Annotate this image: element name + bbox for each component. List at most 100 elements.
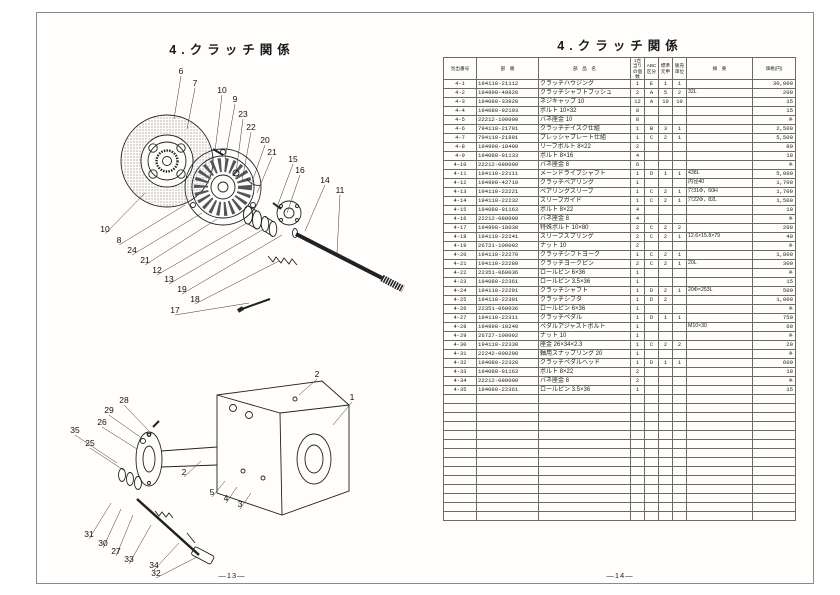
empty-cell (443, 502, 477, 513)
empty-cell (686, 511, 753, 522)
empty-cell (658, 403, 673, 414)
empty-cell (538, 448, 631, 459)
cell-part-name: ベアリングスリーブ (538, 187, 631, 198)
cell-std (658, 214, 673, 225)
col-header-abc: ABC区分 (644, 56, 659, 81)
cell-remarks (686, 304, 753, 315)
cell-item-no: 4-23 (443, 277, 477, 288)
cell-remarks (686, 106, 753, 117)
cell-part-no: 22212-100000 (476, 115, 539, 126)
empty-cell (752, 439, 796, 450)
cell-unit (672, 106, 687, 117)
cell-std: 2 (658, 340, 673, 351)
cell-unit (672, 322, 687, 333)
cell-part-no: 22351-060036 (476, 304, 539, 315)
empty-cell (630, 484, 645, 495)
scanned-spread: 4.クラッチ関係 (36, 12, 814, 584)
callout-number: 17 (170, 305, 180, 315)
leader-line (118, 204, 186, 246)
parts-table: 見出番号 部 番 部 品 名 1台当りの個数 ABC区分 標準元申 販売単位 摘… (443, 56, 796, 522)
cell-part-no: 194110-22301 (476, 295, 539, 306)
cell-unit (672, 151, 687, 162)
empty-cell (672, 430, 687, 441)
empty-row (443, 394, 796, 405)
cell-item-no: 4-15 (443, 205, 477, 216)
cell-qty: 1 (630, 79, 645, 90)
cell-abc (644, 268, 659, 279)
cell-price: 1,000 (752, 295, 796, 306)
cell-part-no: 194110-22221 (476, 187, 539, 198)
empty-cell (672, 493, 687, 504)
empty-cell (630, 394, 645, 405)
cell-remarks: 32L (686, 88, 753, 99)
cell-item-no: 4-17 (443, 223, 477, 234)
cell-part-no: 194990-49820 (476, 88, 539, 99)
small-parts-drawing (212, 148, 282, 210)
cell-abc (644, 205, 659, 216)
cell-abc (644, 160, 659, 171)
empty-cell (630, 511, 645, 522)
coupling-flange-drawing (276, 200, 302, 226)
cell-remarks (686, 367, 753, 378)
cell-price: 10 (752, 151, 796, 162)
empty-cell (686, 466, 753, 477)
cell-price: ※ (752, 241, 796, 252)
col-header-unit: 販売単位 (672, 56, 687, 81)
empty-cell (658, 457, 673, 468)
empty-cell (672, 475, 687, 486)
cell-price: 15 (752, 97, 796, 108)
cell-unit: 1 (672, 232, 687, 243)
empty-cell (658, 511, 673, 522)
cell-abc (644, 106, 659, 117)
cell-part-name: クラッチシャフト (538, 286, 631, 297)
empty-cell (752, 457, 796, 468)
empty-row (443, 412, 796, 423)
cell-price: 10 (752, 367, 796, 378)
empty-cell (443, 412, 477, 423)
cell-std: 2 (658, 223, 673, 234)
cell-remarks (686, 205, 753, 216)
empty-cell (443, 475, 477, 486)
cell-remarks (686, 295, 753, 306)
empty-cell (658, 394, 673, 405)
cell-abc: D (644, 313, 659, 324)
col-header-std: 標準元申 (658, 56, 673, 81)
cell-std (658, 142, 673, 153)
empty-row (443, 502, 796, 513)
cell-qty: 1 (630, 133, 645, 144)
empty-cell (644, 439, 659, 450)
callout-number: 10 (217, 85, 227, 95)
cell-abc (644, 142, 659, 153)
cell-std (658, 106, 673, 117)
cell-unit (672, 277, 687, 288)
empty-cell (644, 403, 659, 414)
cell-qty: 8 (630, 115, 645, 126)
cell-item-no: 4-7 (443, 133, 477, 144)
callout-number: 28 (119, 395, 129, 405)
leader-line (115, 514, 134, 557)
empty-cell (538, 394, 631, 405)
cell-part-name: 座金 26×34×2.3 (538, 340, 631, 351)
empty-cell (658, 502, 673, 513)
leader-line (104, 192, 146, 235)
callout-number: 7 (193, 78, 198, 88)
col-header-item-no: 見出番号 (443, 56, 477, 81)
cell-part-name: 特殊ボルト 10×80 (538, 223, 631, 234)
cell-price: ※ (752, 349, 796, 360)
cell-price: ※ (752, 331, 796, 342)
leader-line (168, 228, 265, 285)
empty-cell (630, 466, 645, 477)
cell-part-no: 194080-22361 (476, 385, 539, 396)
cell-std: 2 (658, 196, 673, 207)
cell-remarks (686, 160, 753, 171)
empty-cell (476, 502, 539, 513)
cell-item-no: 4-30 (443, 340, 477, 351)
cell-remarks: 12.6×15.8×79 (686, 232, 753, 243)
